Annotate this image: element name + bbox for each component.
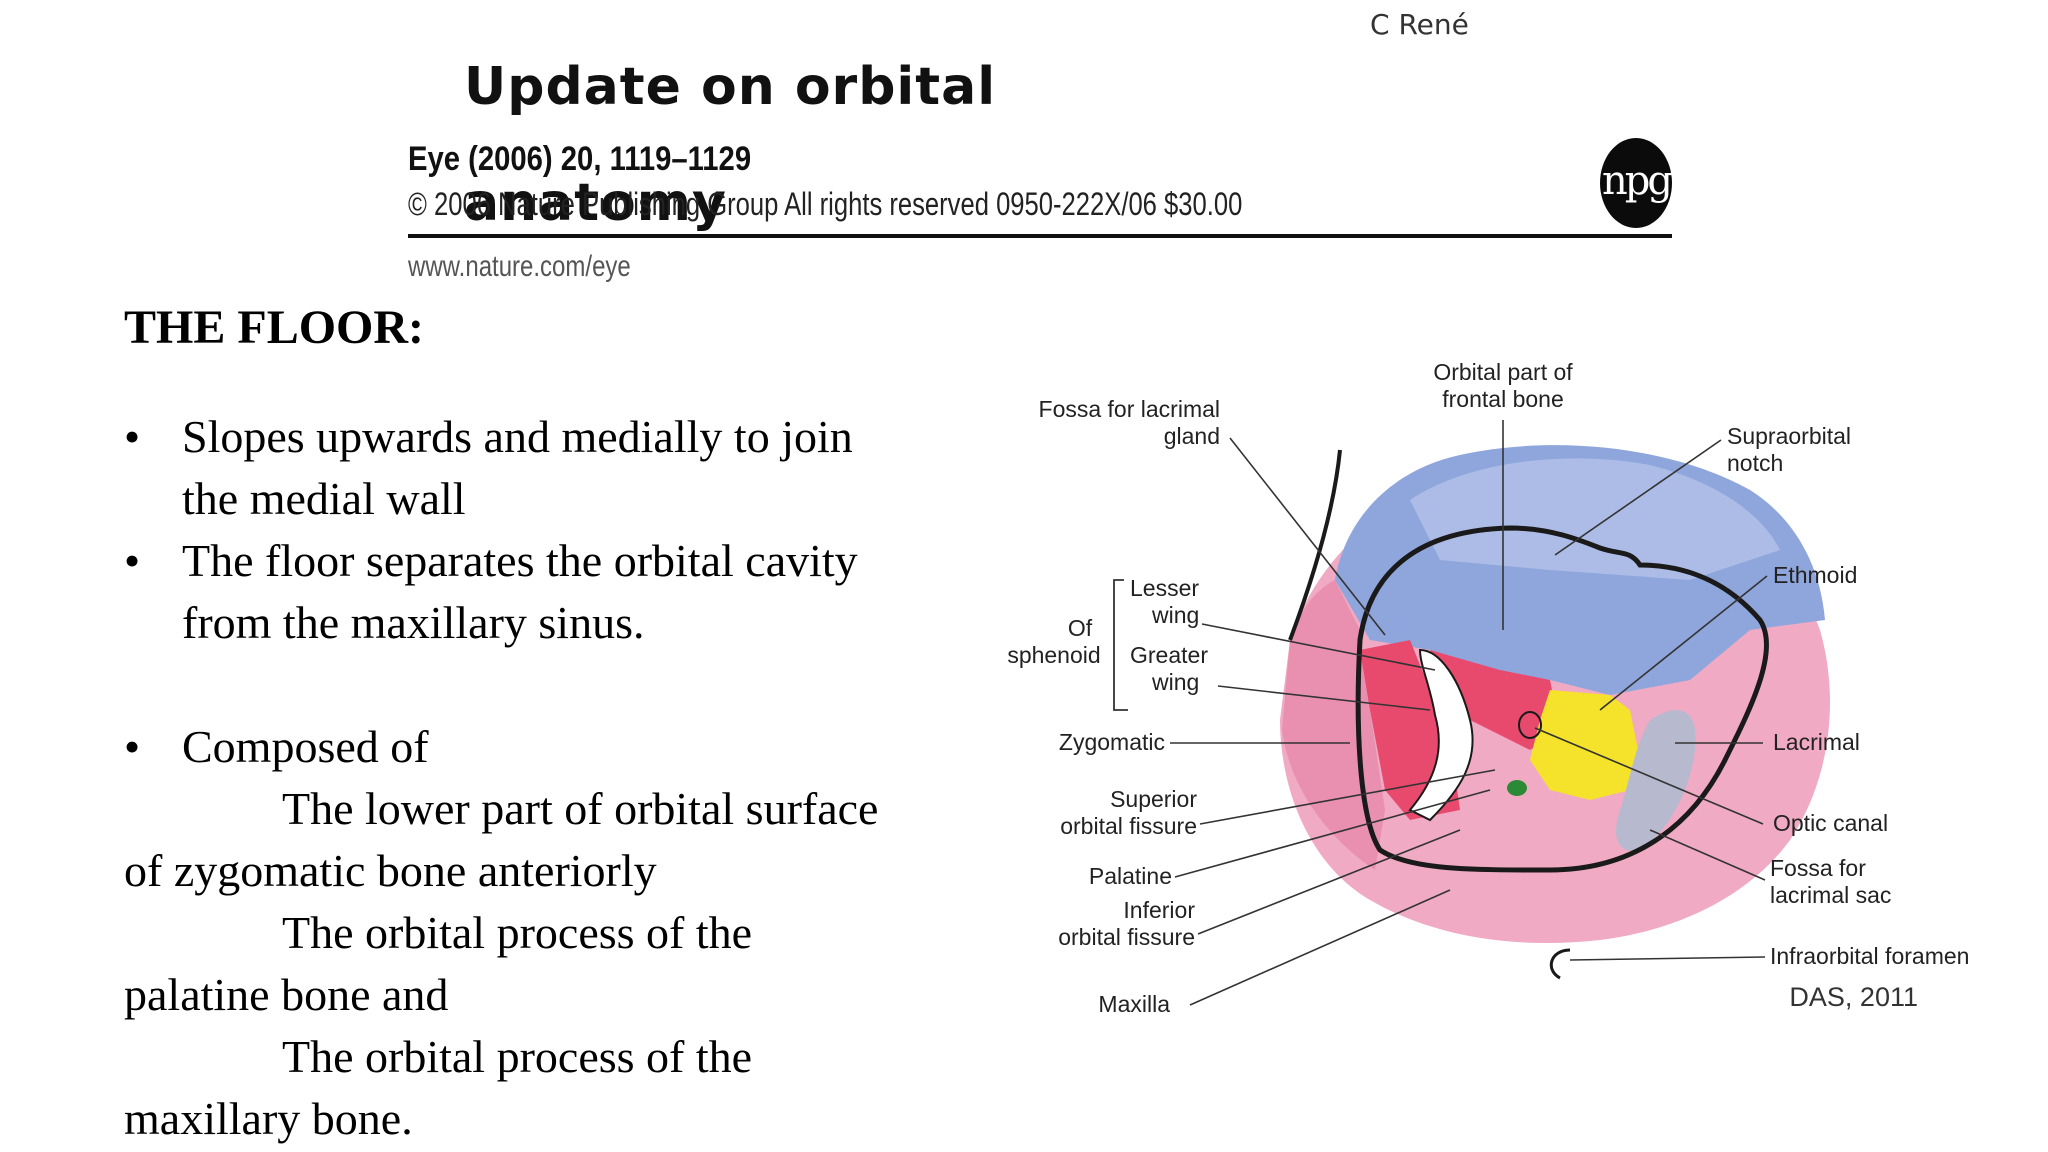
- copyright-line: © 2006 Nature Publishing Group All right…: [408, 186, 1243, 222]
- bullet-2-line-1: The floor separates the orbital cavity: [182, 535, 858, 586]
- frontal-bone-highlight: [1410, 458, 1780, 580]
- label-greater-1: Greater: [1130, 642, 1208, 668]
- journal-url: www.nature.com/eye: [408, 250, 631, 283]
- label-lesser-2: wing: [1151, 602, 1199, 628]
- article-author: C René: [1370, 8, 1469, 41]
- bullet-1-line-1: Slopes upwards and medially to join: [182, 411, 853, 462]
- label-supraorbital-2: notch: [1727, 450, 1783, 476]
- label-maxilla: Maxilla: [1098, 991, 1170, 1017]
- ethmoid-region: [1530, 690, 1640, 800]
- label-infraorbital-foramen: Infraorbital foramen: [1770, 943, 1969, 969]
- label-zygomatic: Zygomatic: [1059, 729, 1165, 755]
- bullet-item-1: • Slopes upwards and medially to join th…: [124, 406, 1124, 536]
- lateral-rim-line: [1288, 449, 1342, 641]
- bullet-glyph: •: [124, 535, 141, 586]
- label-fossa-sac-2: lacrimal sac: [1770, 882, 1891, 908]
- label-optic-canal: Optic canal: [1773, 810, 1888, 836]
- label-of: Of: [1068, 615, 1093, 641]
- bullet-1-line-2: the medial wall: [182, 473, 466, 524]
- composition-3-line-2: maxillary bone.: [124, 1093, 413, 1144]
- composition-1-line-2: of zygomatic bone anteriorly: [124, 845, 657, 896]
- label-sphenoid: sphenoid: [1007, 642, 1100, 668]
- label-ethmoid: Ethmoid: [1773, 562, 1857, 588]
- label-sup-fissure-2: orbital fissure: [1060, 813, 1197, 839]
- label-lesser-1: Lesser: [1130, 575, 1199, 601]
- lesser-wing-region: [1430, 650, 1560, 750]
- sphenoid-bracket: [1113, 579, 1128, 711]
- label-fossa-sac-1: Fossa for: [1770, 855, 1866, 881]
- label-inf-fissure-2: orbital fissure: [1058, 924, 1195, 950]
- composition-3-line-1: The orbital process of the: [282, 1031, 753, 1082]
- composition-2-line-2: palatine bone and: [124, 969, 449, 1020]
- article-title-line-1: Update on orbital: [464, 57, 997, 117]
- header-divider: [408, 234, 1672, 238]
- composition-2-line-1: The orbital process of the: [282, 907, 753, 958]
- label-lacrimal: Lacrimal: [1773, 729, 1860, 755]
- bullet-glyph: •: [124, 721, 141, 772]
- label-sup-fissure-1: Superior: [1110, 786, 1197, 812]
- article-title-line-2: anatomy: [464, 173, 727, 233]
- journal-citation: Eye (2006) 20, 1119–1129: [408, 140, 752, 178]
- optic-canal-shape: [1518, 711, 1542, 739]
- article-title: Update on orbital anatomy: [464, 0, 996, 290]
- bullet-glyph: •: [124, 411, 141, 462]
- bullet-item-3: • Composed of: [124, 716, 1124, 778]
- label-fossa-lacrimal-gland-1: Fossa for lacrimal: [1039, 396, 1220, 422]
- composition-1-line-1: The lower part of orbital surface: [282, 783, 879, 834]
- diagram-credit: DAS, 2011: [1789, 982, 1918, 1012]
- label-palatine: Palatine: [1089, 863, 1172, 889]
- slide-heading: THE FLOOR:: [124, 301, 425, 354]
- lacrimal-region: [1616, 710, 1696, 851]
- palatine-region: [1507, 780, 1527, 796]
- label-fossa-lacrimal-gland-2: gland: [1164, 423, 1220, 449]
- bullet-2-line-2: from the maxillary sinus.: [182, 597, 645, 648]
- bullet-3-line-1: Composed of: [182, 721, 429, 772]
- bullet-item-2: • The floor separates the orbital cavity…: [124, 530, 1124, 660]
- orbit-diagram: Fossa for lacrimal gland Orbital part of…: [1007, 359, 1969, 1017]
- label-inf-fissure-1: Inferior: [1123, 897, 1195, 923]
- leader-lines: [1170, 420, 1768, 1006]
- label-orbital-frontal-2: frontal bone: [1442, 386, 1563, 412]
- npg-logo: npg: [1600, 138, 1673, 228]
- infraorbital-foramen-shape: [1549, 948, 1571, 980]
- label-orbital-frontal-1: Orbital part of: [1433, 359, 1573, 385]
- label-greater-2: wing: [1151, 669, 1199, 695]
- label-supraorbital-1: Supraorbital: [1727, 423, 1851, 449]
